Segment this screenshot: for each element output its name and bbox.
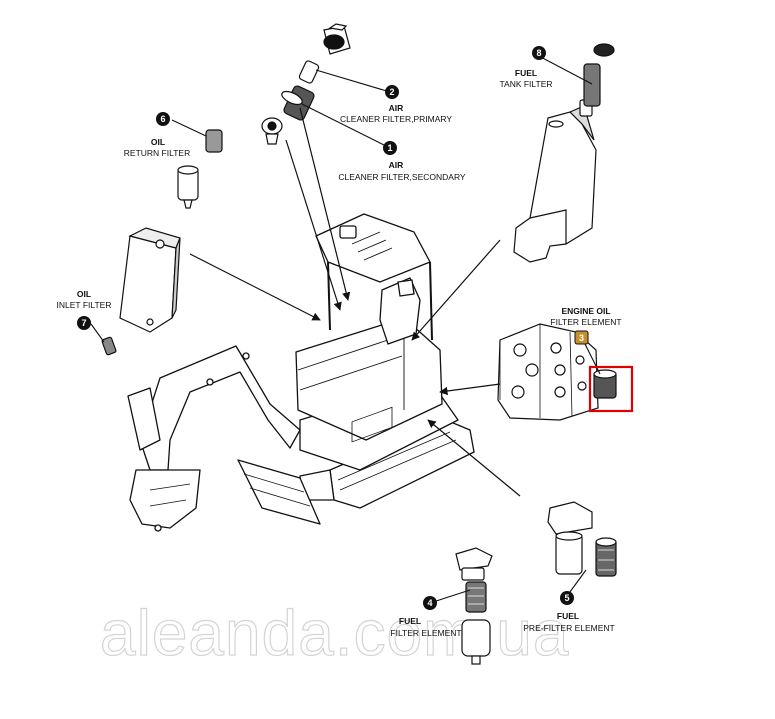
callout-2-number: 2 <box>389 87 394 97</box>
callout-6-subtitle: RETURN FILTER <box>124 148 190 158</box>
callout-6-number: 6 <box>160 114 165 124</box>
callout-1: 1 AIR CLEANER FILTER,SECONDARY <box>338 141 466 182</box>
callout-2: 2 AIR CLEANER FILTER,PRIMARY <box>340 85 452 124</box>
watermark: aleanda.com.ua <box>100 597 569 669</box>
callout-8-title: FUEL <box>515 68 537 78</box>
callout-7-badge <box>77 316 91 330</box>
callout-8-badge <box>532 46 546 60</box>
callout-7-title: OIL <box>77 289 91 299</box>
callout-7-number: 7 <box>81 318 86 328</box>
hydraulic-tank <box>101 227 181 356</box>
callout-1-badge <box>383 141 397 155</box>
engine-oil-filter-highlight <box>588 365 634 413</box>
callout-3: ENGINE OIL FILTER ELEMENT 3 <box>550 306 622 345</box>
callout-3-badge <box>574 330 589 345</box>
callout-7-subtitle: INLET FILTER <box>57 300 112 310</box>
engine <box>497 323 617 421</box>
fuel-prefilter-part <box>547 501 617 577</box>
callout-2-subtitle: CLEANER FILTER,PRIMARY <box>340 114 452 124</box>
location-arrows <box>189 107 521 497</box>
fuel-filter-part <box>455 547 493 665</box>
callout-5-number: 5 <box>564 593 569 603</box>
callout-5-subtitle: PRE-FILTER ELEMENT <box>523 623 614 633</box>
callout-3-number: 3 <box>579 333 584 343</box>
callout-6: 6 OIL RETURN FILTER <box>124 112 190 158</box>
callout-7: OIL INLET FILTER 7 <box>57 289 112 330</box>
callout-3-subtitle: FILTER ELEMENT <box>550 317 621 327</box>
excavator <box>127 213 475 532</box>
oil-return-filter-part <box>177 129 223 209</box>
callout-5: 5 FUEL PRE-FILTER ELEMENT <box>523 591 615 633</box>
callout-1-number: 1 <box>387 143 392 153</box>
callout-2-title: AIR <box>389 103 404 113</box>
callout-8-subtitle: TANK FILTER <box>499 79 552 89</box>
callout-5-title: FUEL <box>557 611 579 621</box>
callout-8-number: 8 <box>536 48 541 58</box>
callout-4-title: FUEL <box>399 616 421 626</box>
callout-4-number: 4 <box>427 598 432 608</box>
fuel-tank <box>513 43 615 263</box>
callout-4: 4 FUEL FILTER ELEMENT <box>390 596 462 638</box>
callout-3-title: ENGINE OIL <box>561 306 610 316</box>
callout-4-subtitle: FILTER ELEMENT <box>390 628 461 638</box>
callout-5-badge <box>560 591 574 605</box>
callout-4-badge <box>423 596 437 610</box>
callout-6-title: OIL <box>151 137 165 147</box>
callout-1-subtitle: CLEANER FILTER,SECONDARY <box>338 172 466 182</box>
callout-6-badge <box>156 112 170 126</box>
air-cleaner-parts <box>261 23 351 145</box>
callout-2-badge <box>385 85 399 99</box>
callout-1-title: AIR <box>389 160 404 170</box>
callout-8: 8 FUEL TANK FILTER <box>499 46 553 89</box>
